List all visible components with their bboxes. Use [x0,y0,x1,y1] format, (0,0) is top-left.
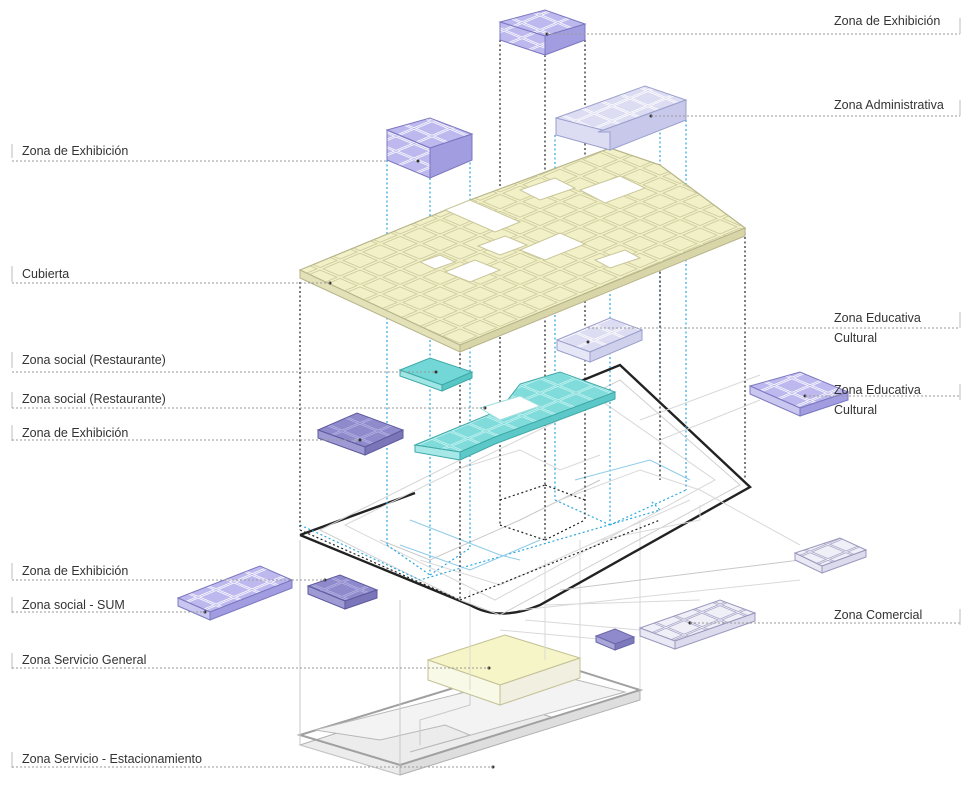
building-frame [299,228,746,601]
label-text: Zona de Exhibición [22,144,128,158]
label-text: Zona Comercial [834,608,922,622]
exhibition-block-dark [316,412,405,456]
label-cubierta: Cubierta [11,266,330,284]
roof-slab [298,147,747,353]
label-text: Zona Educativa [834,383,921,397]
label-text: Zona de Exhibición [22,426,128,440]
service-block [426,634,582,706]
label-restaurante-2: Zona social (Restaurante) [11,392,485,409]
label-text: Zona Servicio - Estacionamiento [22,752,202,766]
label-zona-exhibicion-3: Zona de Exhibición [11,563,325,581]
label-text: Cubierta [22,267,69,281]
label-text: Zona Administrativa [834,98,944,112]
label-restaurante-1: Zona social (Restaurante) [11,352,436,373]
exhibition-block-top-center [498,9,587,56]
commercial-block-small [594,628,636,651]
administrative-block-top [554,85,688,151]
label-text: Zona de Exhibición [834,14,940,28]
exhibition-block-top-left [385,117,474,179]
label-text: Zona social (Restaurante) [22,353,166,367]
label-zona-social-sum: Zona social - SUM [11,597,205,613]
label-right-zona-educativa-2: Zona Educativa Cultural [805,383,961,417]
label-servicio-estacionamiento: Zona Servicio - Estacionamiento [11,752,493,768]
label-text: Zona Servicio General [22,653,146,667]
label-zona-exhibicion-2: Zona de Exhibición [11,425,360,441]
labels-left: Zona de Exhibición Cubierta Zona social … [11,144,493,768]
restaurant-block-lower [413,371,617,461]
label-text: Zona de Exhibición [22,564,128,578]
label-right-zona-administrativa: Zona Administrativa [651,98,961,117]
label-servicio-general: Zona Servicio General [11,653,489,669]
educational-block-center [555,317,644,363]
label-right-zona-exhibicion: Zona de Exhibición [547,14,961,35]
label-text: Cultural [834,403,877,417]
sum-block [306,574,379,610]
commercial-block-center [638,599,757,650]
exhibition-block-low-left [176,565,294,621]
label-right-zona-educativa-1: Zona Educativa Cultural [588,311,961,345]
ground-blue-outline [299,459,691,581]
commercial-block-right [793,537,868,574]
label-text: Zona social - SUM [22,598,125,612]
label-right-zona-comercial: Zona Comercial [690,608,961,625]
label-text: Cultural [834,331,877,345]
label-zona-exhibicion-1: Zona de Exhibición [11,144,387,162]
labels-right: Zona de Exhibición Zona Administrativa Z… [547,14,961,625]
label-text: Zona social (Restaurante) [22,392,166,406]
label-text: Zona Educativa [834,311,921,325]
restaurant-block-upper [398,357,474,392]
